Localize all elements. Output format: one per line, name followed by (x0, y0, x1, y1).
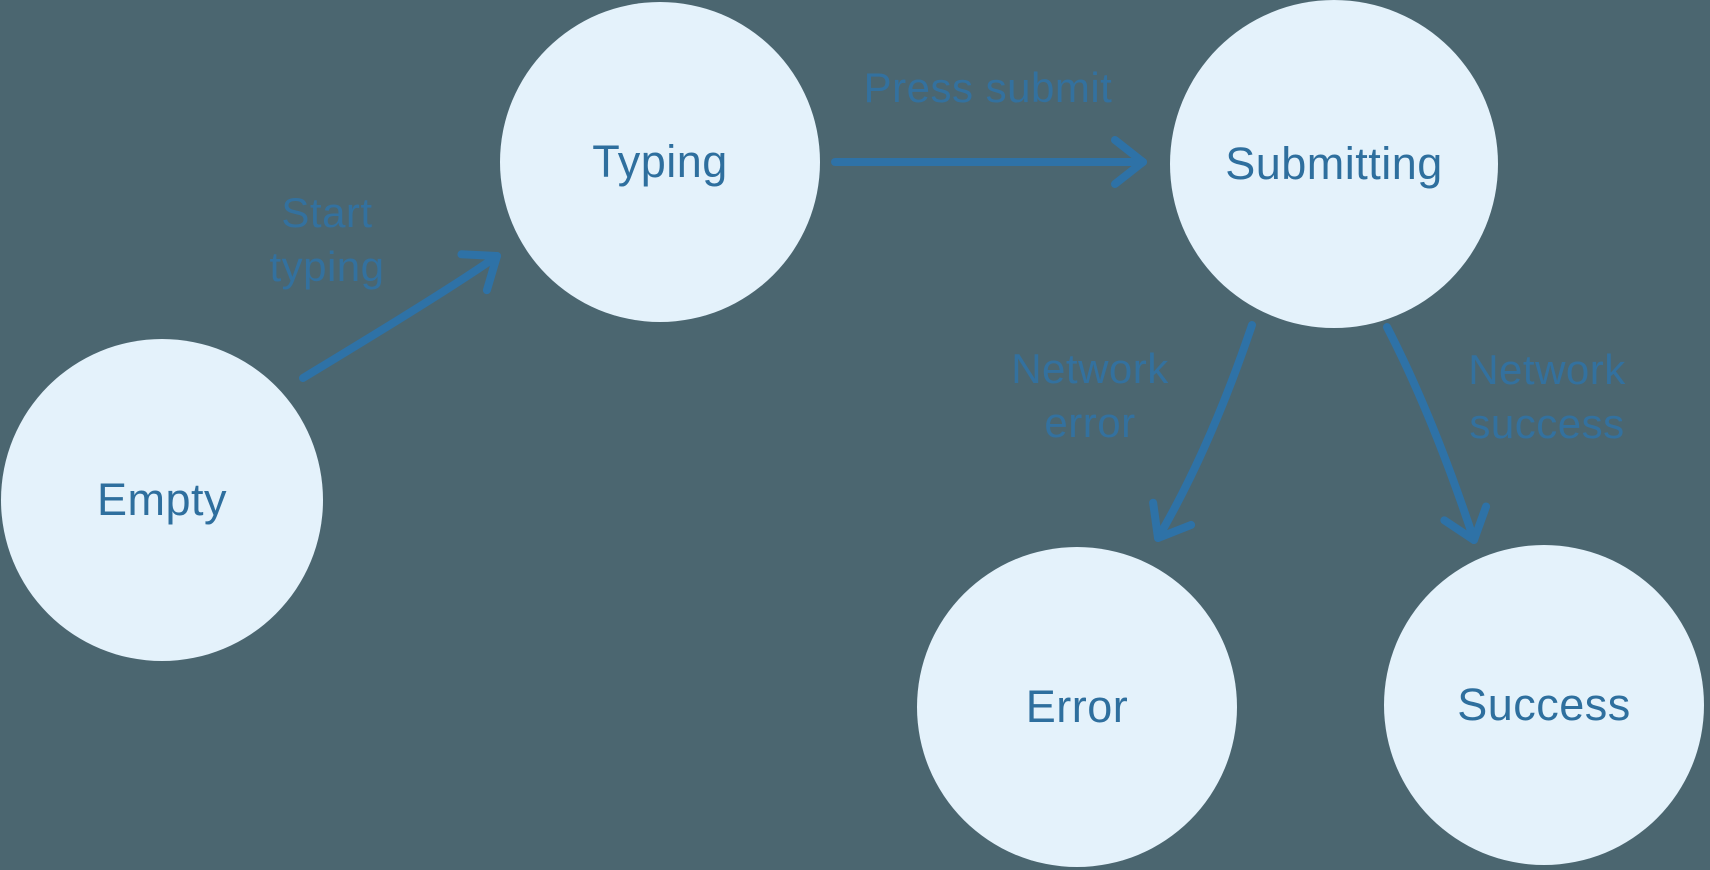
edge-label-start-typing: Start typing (269, 189, 385, 290)
state-node-typing: Typing (500, 2, 820, 322)
state-label-typing: Typing (592, 136, 728, 187)
state-node-success: Success (1384, 545, 1704, 865)
state-label-empty: Empty (96, 474, 228, 525)
state-node-error: Error (917, 547, 1237, 867)
edge-label-network-success: Network success (1468, 346, 1626, 447)
state-node-submitting: Submitting (1170, 0, 1498, 328)
edge-label-network-error: Network error (1011, 345, 1169, 446)
state-label-submitting: Submitting (1225, 138, 1443, 189)
edge-label-press-submit: Press submit (863, 64, 1113, 111)
state-label-success: Success (1457, 679, 1631, 730)
state-label-error: Error (1025, 681, 1129, 732)
state-node-empty: Empty (1, 339, 323, 661)
